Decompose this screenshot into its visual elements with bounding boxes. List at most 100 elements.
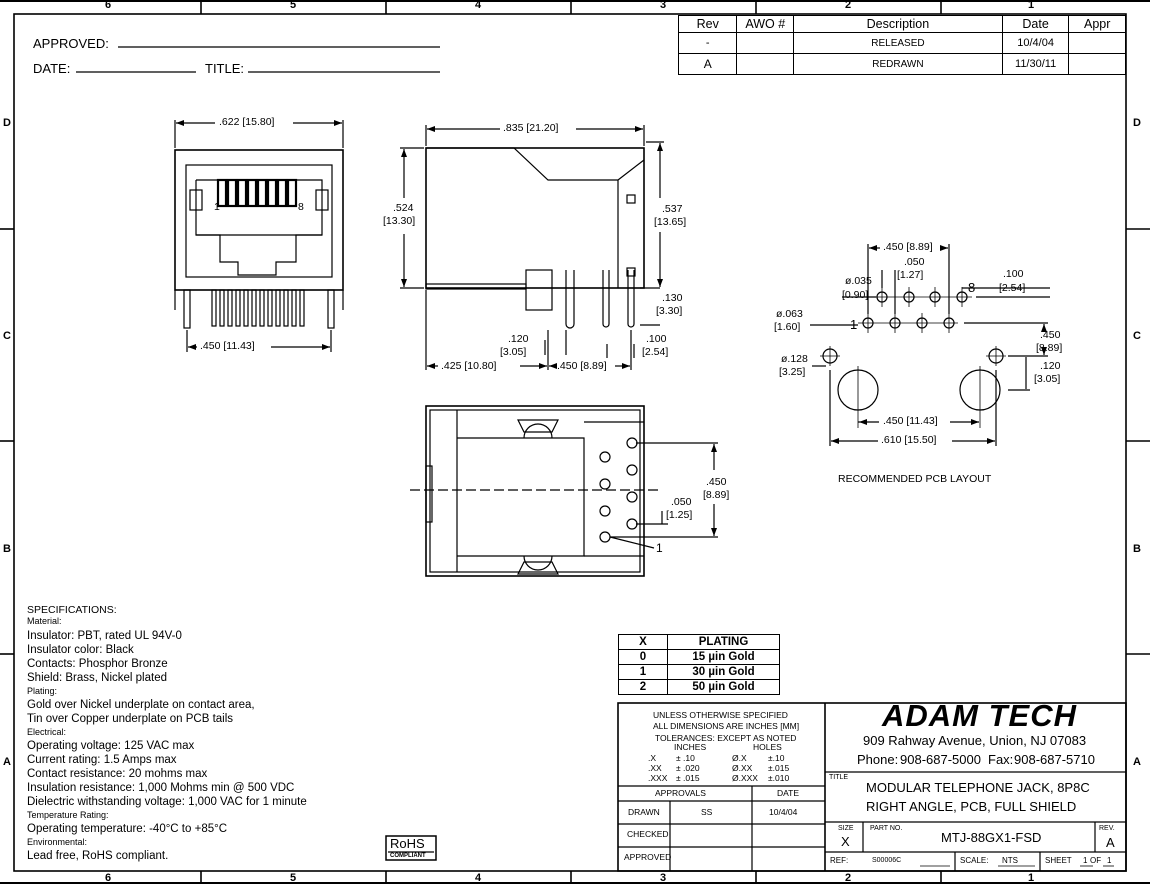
spec-line: Operating temperature: -40°C to +85°C [27,823,228,835]
zone-label-bottom-4: 4 [475,872,482,884]
plating-row: 0 15 µin Gold [618,649,780,665]
appr-cell [1068,32,1126,54]
zone-label-left-d: D [3,117,11,129]
tol-cell: Ø.XXX [732,773,758,783]
front-view [174,120,344,352]
checked-label: CHECKED [627,829,669,839]
top-row-pitch-mm: [8.89] [703,489,730,501]
plating-value: 50 µin Gold [667,679,780,695]
company-phone: 908-687-5000 [900,752,981,767]
zone-label-top-6: 6 [105,0,112,11]
pcb-outer-span: .610 [15.50] [881,434,937,446]
ref-value: S00006C [872,857,902,864]
size-value: X [841,834,850,849]
revision-row: A REDRAWN 11/30/11 [677,53,1126,75]
pcb-layout-caption: RECOMMENDED PCB LAYOUT [838,473,992,485]
approved-block-label: APPROVED [624,852,672,862]
side-tail-b: .100 [646,333,667,345]
front-bottom-dim: .450 [11.43] [200,340,255,352]
zone-label-right-b: B [1133,543,1141,555]
dimension-arrowheads [176,120,1047,536]
zone-label-left-a: A [3,756,11,768]
drawn-by: SS [701,807,713,817]
pcb-hole-128-mm: [3.25] [779,366,806,378]
tol-cell: ± .020 [676,763,700,773]
approved-label: APPROVED: [33,36,109,51]
rev-cell: - [677,32,738,54]
top-pins [599,437,638,543]
side-tail-b-mm: [2.54] [642,346,669,358]
top-pin-pitch-mm: [1.25] [666,509,693,521]
spec-line: Operating voltage: 125 VAC max [27,740,195,752]
zone-label-left-b: B [3,543,11,555]
pcb-stagger: .050 [904,256,925,268]
part-title-line-1: MODULAR TELEPHONE JACK, 8P8C [866,780,1090,795]
plating-code: 0 [618,649,668,665]
plating-row: 2 50 µin Gold [618,679,780,695]
zone-label-top-1: 1 [1028,0,1035,11]
rev-value: A [1106,835,1115,850]
top-view [410,405,718,577]
spec-line: Dielectric withstanding voltage: 1,000 V… [27,796,307,808]
tolerance-line-3: TOLERANCES: EXCEPT AS NOTED [655,733,797,743]
appr-header: Appr [1068,15,1126,33]
plating-header: PLATING [667,634,780,650]
spec-line: Plating: [27,686,58,696]
revision-row: - RELEASED 10/4/04 [677,32,1126,54]
plating-row: 1 30 µin Gold [618,664,780,680]
spec-line: Tin over Copper underplate on PCB tails [27,713,234,725]
pcb-vert-450: .450 [1040,329,1061,341]
side-height-a-mm: [13.30] [383,215,416,227]
spec-line: Shield: Brass, Nickel plated [27,672,167,684]
side-offset-b: .450 [8.89] [557,360,607,372]
pcb-post-span: .450 [11.43] [883,415,938,427]
zone-label-top-4: 4 [475,0,482,11]
pcb-pin1-label: 1 [850,317,858,332]
side-length-dim: .835 [21.20] [503,122,559,134]
tol-cell: .XXX [648,773,668,783]
company-logo: ADAM TECH [882,698,1077,733]
pcb-pin-hole-mm: [0.90] [842,289,869,301]
revision-table: Rev AWO # Description Date Appr - RELEAS… [677,15,1126,75]
side-tail-a: .130 [662,292,683,304]
side-post-gap: .120 [508,333,529,345]
front-pin1-label: 1 [214,201,220,213]
spec-line: Current rating: 1.5 Amps max [27,754,177,766]
rev-header: Rev [677,15,738,33]
tol-cell: ±.10 [768,753,785,763]
company-phone-label: Phone: [857,752,899,767]
tol-cell: ±.010 [768,773,790,783]
zone-label-bottom-3: 3 [660,872,667,884]
tol-cell: .X [648,753,657,763]
scale-value: NTS [1002,856,1018,865]
side-height-a: .524 [393,202,414,214]
specifications-heading: SPECIFICATIONS: [27,604,117,616]
spec-line: Temperature Rating: [27,810,109,820]
front-width-dim: .622 [15.80] [219,116,275,128]
pcb-pitch-mm: [2.54] [999,282,1026,294]
plating-table: X PLATING 0 15 µin Gold 1 30 µin Gold 2 … [618,634,780,695]
spec-line: Insulator: PBT, rated UL 94V-0 [27,630,182,642]
inner-frame [13,13,1127,872]
spec-line: Insulation resistance: 1,000 Mohms min @… [27,782,295,794]
pcb-vert-450-mm: [8.89] [1036,342,1063,354]
pcb-vert-120-mm: [3.05] [1034,373,1061,385]
spec-line: Environmental: [27,837,88,847]
tol-cell: ±.015 [768,763,790,773]
side-view [400,125,664,370]
company-fax: 908-687-5710 [1014,752,1095,767]
part-title-line-2: RIGHT ANGLE, PCB, FULL SHIELD [866,799,1077,814]
date-header: Date [1001,15,1070,33]
tol-cell: ± .10 [676,753,695,763]
spec-line: Insulator color: Black [27,644,134,656]
pcb-span-dim: .450 [8.89] [883,241,933,253]
appr-cell [1068,53,1126,75]
zone-label-top-5: 5 [290,0,297,11]
title-block-lines [617,702,1127,872]
spec-line: Gold over Nickel underplate on contact a… [27,699,255,711]
pcb-hole-063: ø.063 [776,308,803,320]
title-block-title-label: TITLE [829,774,849,781]
plating-value: 15 µin Gold [667,649,780,665]
